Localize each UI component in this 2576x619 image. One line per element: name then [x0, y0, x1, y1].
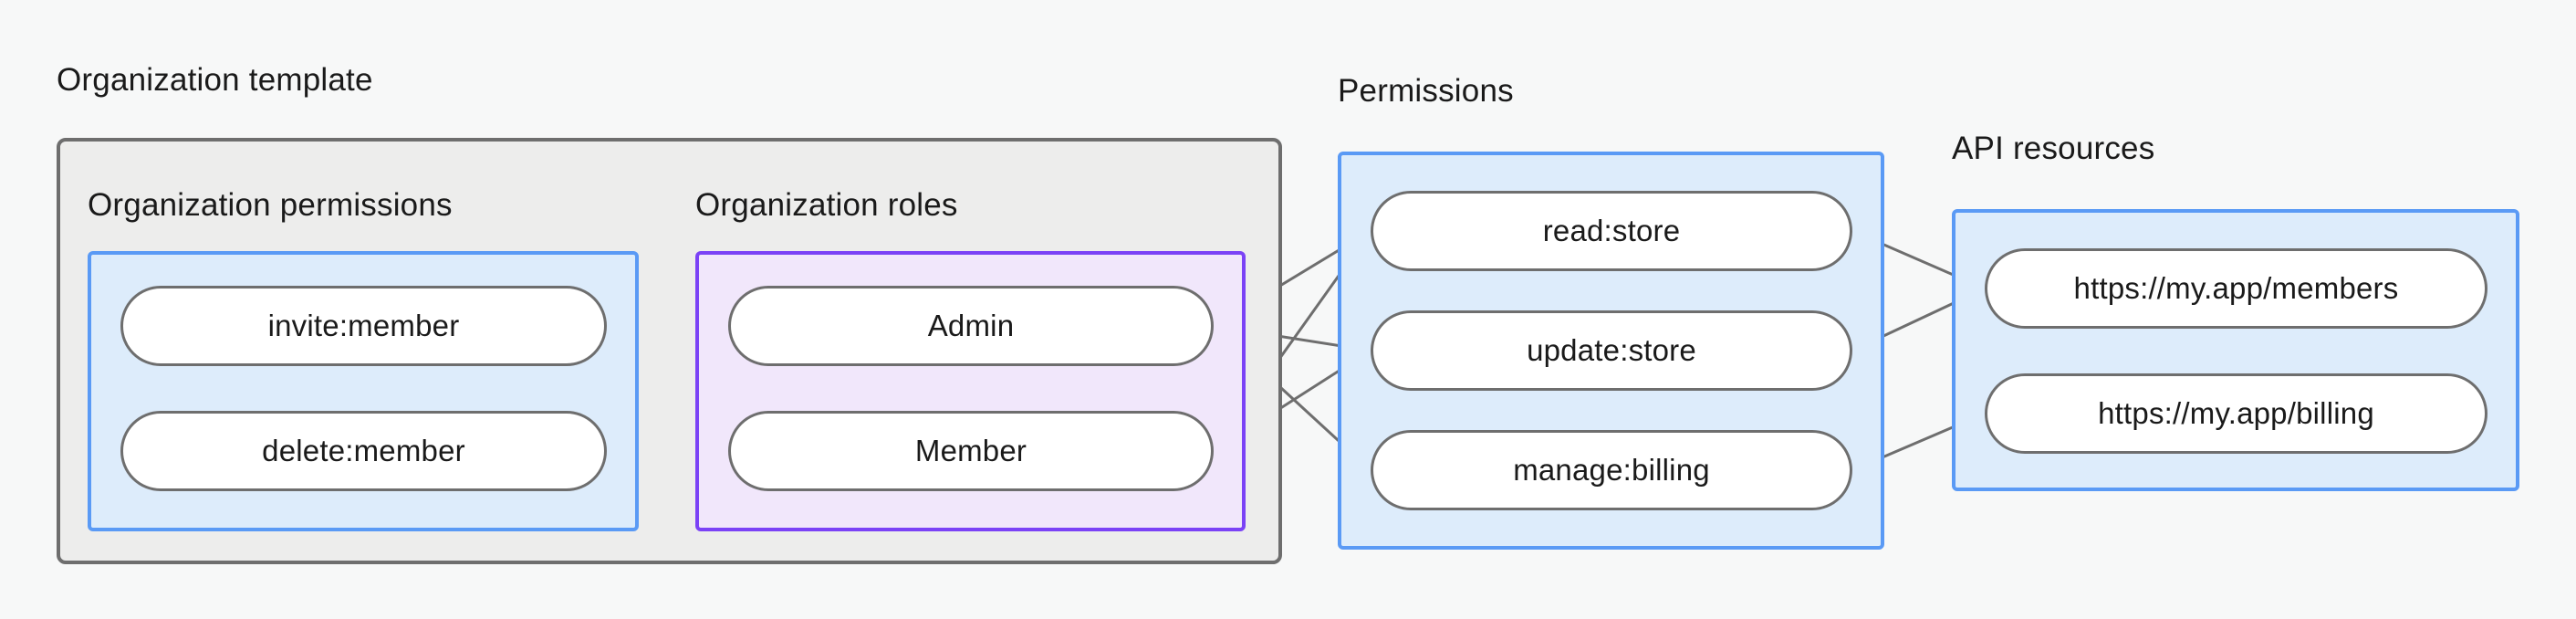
organization-permission-item[interactable]: invite:member [120, 286, 607, 366]
organization-permissions-title: Organization permissions [88, 187, 453, 223]
permission-label: read:store [1542, 214, 1681, 247]
permission-item[interactable]: update:store [1371, 310, 1852, 391]
permission-label: update:store [1527, 333, 1696, 367]
api-resource-item[interactable]: https://my.app/billing [1985, 373, 2487, 454]
api-resource-label: https://my.app/billing [2098, 396, 2374, 430]
organization-role-label: Admin [927, 309, 1015, 342]
organization-role-item[interactable]: Member [728, 411, 1214, 491]
permission-label: manage:billing [1513, 453, 1710, 487]
permissions-title: Permissions [1338, 73, 1514, 109]
api-resource-item[interactable]: https://my.app/members [1985, 248, 2487, 329]
organization-permission-item[interactable]: delete:member [120, 411, 607, 491]
organization-role-item[interactable]: Admin [728, 286, 1214, 366]
organization-role-label: Member [914, 434, 1027, 467]
organization-permission-label: delete:member [262, 434, 465, 467]
api-resource-label: https://my.app/members [2073, 271, 2399, 305]
permission-item[interactable]: read:store [1371, 191, 1852, 271]
api-resources-title: API resources [1952, 131, 2155, 166]
permission-item[interactable]: manage:billing [1371, 430, 1852, 510]
organization-template-title: Organization template [57, 62, 373, 98]
organization-permission-label: invite:member [267, 309, 460, 342]
organization-roles-title: Organization roles [695, 187, 958, 223]
